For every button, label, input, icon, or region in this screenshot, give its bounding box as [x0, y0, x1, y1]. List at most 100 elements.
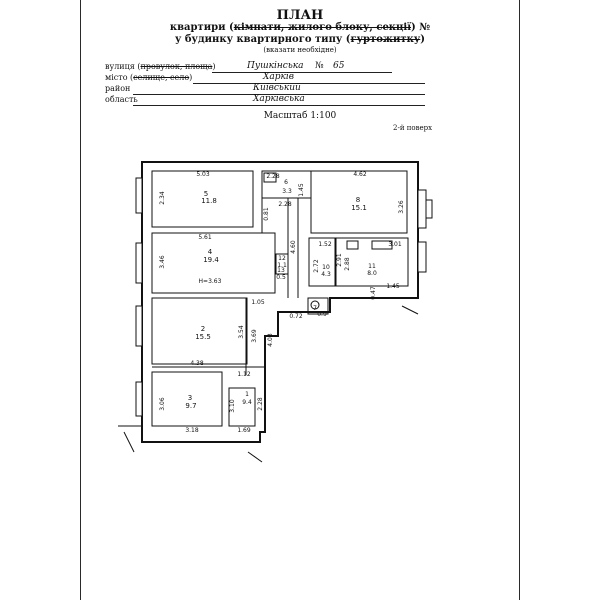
document-subtitle-2: у будинку квартирного типу (гуртожитку) — [100, 34, 500, 45]
street-label-a: вулиця ( — [105, 62, 141, 71]
room-13-area: 0.5 — [276, 274, 286, 281]
dim-5-61: 5.61 — [198, 234, 212, 241]
dimension-labels: 5.03 2.28 1.45 4.62 2.34 0.81 2.28 3.26 … — [159, 171, 405, 434]
street-label-b: ) — [212, 62, 216, 71]
dim-3-54: 3.54 — [238, 325, 245, 339]
city-label-b: ) — [189, 73, 193, 82]
room-12-number: 12 — [278, 255, 286, 262]
district-underline — [133, 94, 425, 95]
dim-1-52: 1.52 — [318, 241, 332, 248]
subtitle-2-suffix: ) — [420, 34, 425, 45]
subtitle-1-prefix: квартири ( — [169, 22, 234, 33]
street-value: Пушкінська — [247, 61, 304, 71]
subtitle-1-suffix: ) № — [411, 22, 431, 33]
city-row: місто (селище, село) Харків — [105, 72, 495, 85]
page-left-edge — [80, 0, 81, 600]
room-2-number: 2 — [201, 325, 205, 333]
street-label-struck: провулок, площа — [140, 62, 213, 71]
room-10-area: 4.3 — [321, 271, 331, 278]
region-label: область — [105, 95, 138, 104]
room-13-number: 13 — [277, 267, 285, 274]
room-5-number: 5 — [204, 190, 208, 198]
dim-3-01: 3.01 — [388, 241, 402, 248]
scale-label: Масштаб 1:100 — [263, 111, 337, 121]
room-8-number: 8 — [356, 196, 360, 204]
outer-walls — [141, 161, 419, 443]
dim-1-69: 1.69 — [237, 427, 251, 434]
room-7-box — [307, 297, 329, 315]
dim-1-45-right: 1.45 — [386, 283, 400, 290]
city-label-a: місто ( — [105, 73, 134, 82]
number-label: № — [315, 61, 324, 71]
dim-2-91: 2.91 — [336, 253, 343, 267]
street-underline — [212, 72, 392, 73]
number-value: 65 — [333, 61, 345, 71]
dim-3-69: 3.69 — [251, 329, 258, 343]
street-row: вулиця (провулок, площа) Пушкінська № 65 — [105, 61, 495, 74]
room-1-number: 1 — [245, 391, 249, 398]
dim-2-28-bottom: 2.28 — [257, 397, 264, 411]
dim-0-72: 0.72 — [289, 313, 303, 320]
room-6-area: 3.3 — [282, 188, 292, 195]
dim-5-03: 5.03 — [196, 171, 210, 178]
subtitle-1-struck: кімнати, жилого блоку, секції — [233, 22, 412, 33]
subtitle-2-prefix: у будинку квартирного типу ( — [175, 34, 351, 45]
dim-3-18: 3.18 — [185, 427, 199, 434]
dim-1-45-top: 1.45 — [298, 183, 305, 197]
dim-1-12: 1.12 — [237, 371, 251, 378]
dim-2-72: 2.72 — [313, 259, 320, 273]
dim-0-81: 0.81 — [263, 207, 270, 221]
room-5-area: 11.8 — [201, 197, 217, 205]
dim-2-34: 2.34 — [159, 191, 166, 205]
room-6-number: 6 — [284, 179, 288, 186]
windows — [135, 177, 433, 417]
dim-4-60: 4.60 — [290, 240, 297, 254]
city-label: місто (селище, село) — [105, 73, 192, 82]
dim-4-03: 4.03 — [267, 333, 274, 347]
street-label: вулиця (провулок, площа) — [105, 62, 216, 71]
dim-1-05: 1.05 — [251, 299, 265, 306]
region-value: Харківська — [253, 94, 305, 104]
ceiling-height-note: H=3.63 — [199, 278, 222, 285]
room-4-box — [151, 232, 276, 294]
document-subtitle-1: квартири (кімнати, жилого блоку, секції)… — [100, 22, 500, 33]
dim-4-62: 4.62 — [353, 171, 367, 178]
city-value: Харків — [263, 72, 295, 82]
room-1-area: 9.4 — [242, 399, 252, 406]
dim-3-46: 3.46 — [159, 255, 166, 269]
outside-marks — [118, 305, 419, 463]
room-labels: 5 11.8 6 3.3 8 15.1 4 19.4 H=3.63 12 1.1… — [185, 179, 377, 410]
region-row: область Харківська — [105, 94, 495, 107]
dim-2-28-mid: 2.28 — [278, 201, 292, 208]
room-3-number: 3 — [188, 394, 192, 402]
room-11-box — [335, 237, 409, 287]
room-8-area: 15.1 — [351, 204, 367, 212]
district-label: район — [105, 84, 131, 93]
room-5-box — [151, 170, 254, 228]
city-underline — [193, 83, 425, 84]
room-11-number: 11 — [368, 263, 376, 270]
dim-3-10: 3.10 — [229, 399, 236, 413]
dim-3-26: 3.26 — [398, 200, 405, 214]
room-1-box — [228, 387, 256, 427]
floor-label: 2-й поверх — [393, 124, 433, 132]
room-10-number: 10 — [322, 264, 330, 271]
inner-walls — [151, 170, 409, 427]
room-8-box — [310, 170, 408, 234]
page-right-edge — [519, 0, 520, 600]
room-7-area: 0.9 — [317, 311, 327, 318]
room-7-number: 7 — [313, 305, 317, 312]
room-4-number: 4 — [208, 248, 213, 256]
room-2-area: 15.5 — [195, 333, 211, 341]
dim-4-38: 4.38 — [190, 360, 204, 367]
room-2-box — [151, 297, 248, 365]
room-3-box — [151, 371, 223, 427]
city-label-struck: селище, село — [133, 73, 190, 82]
room-12-area: 1.1 — [277, 262, 287, 269]
document-title: ПЛАН — [276, 8, 324, 23]
room-3-area: 9.7 — [185, 402, 196, 410]
region-underline — [133, 105, 425, 106]
room-4-area: 19.4 — [203, 256, 219, 264]
dim-3-06: 3.06 — [159, 397, 166, 411]
